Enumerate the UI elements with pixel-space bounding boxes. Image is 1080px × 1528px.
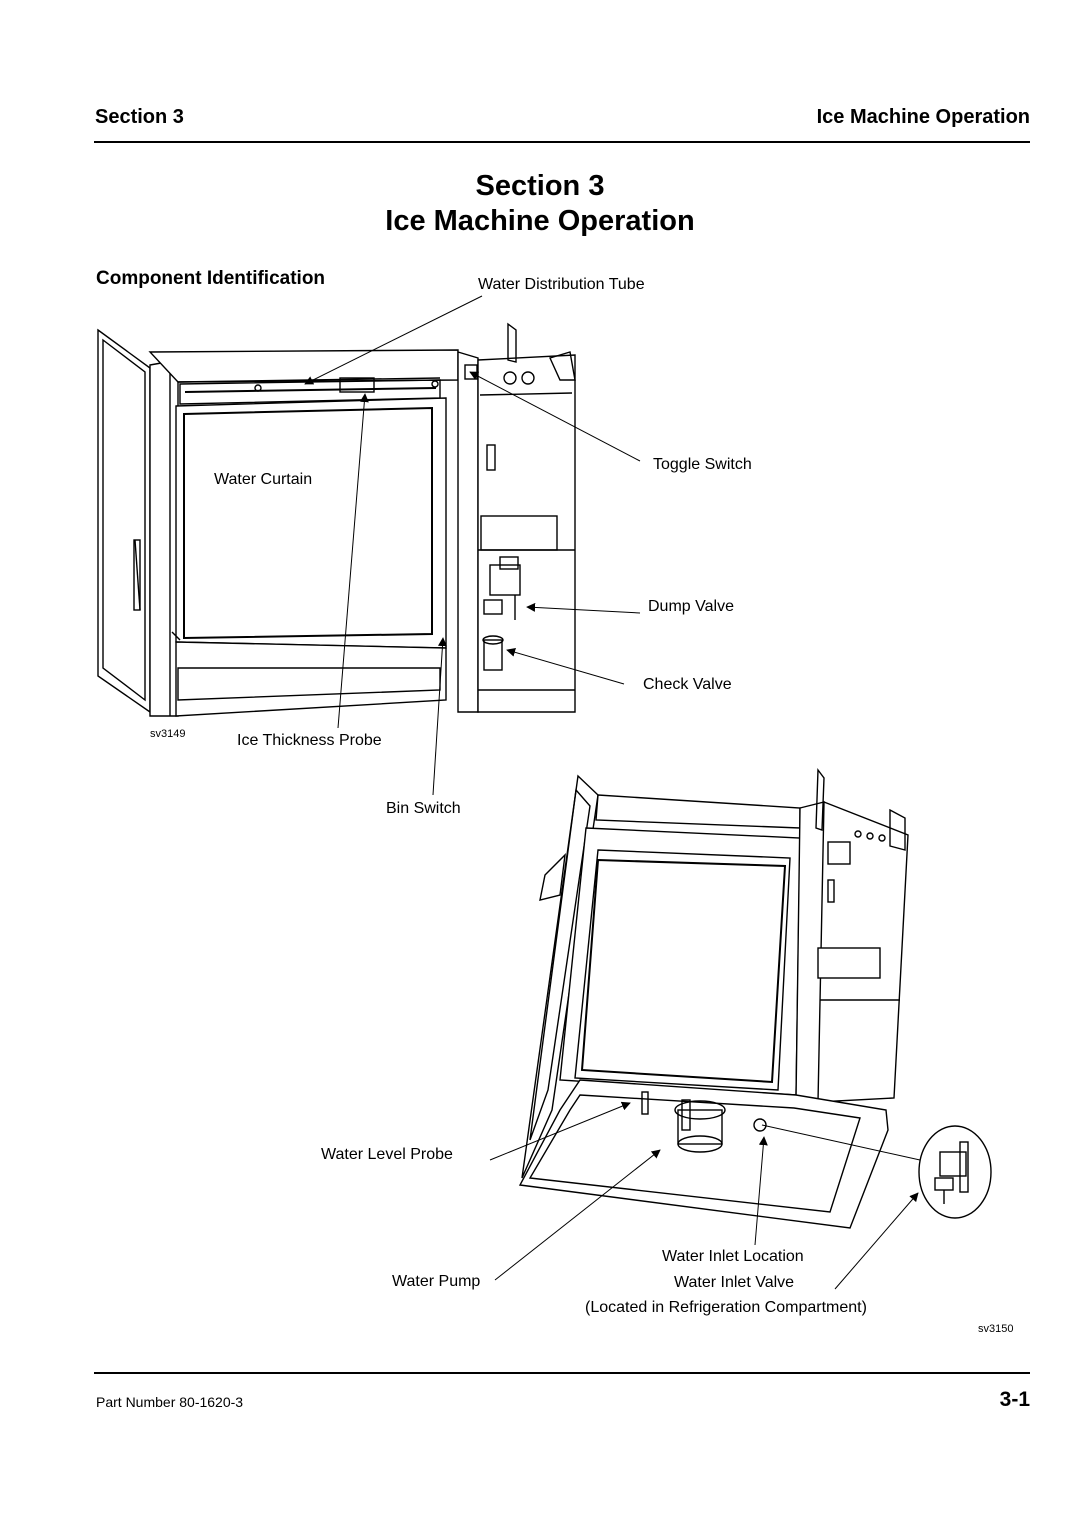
page-title-section: Section 3	[475, 170, 605, 202]
footer-rule	[94, 1372, 1030, 1374]
label-water-pump: Water Pump	[392, 1273, 481, 1290]
label-check-valve: Check Valve	[643, 676, 732, 693]
figure1-id: sv3149	[150, 728, 186, 740]
ice-machine-oblique-view	[518, 767, 992, 1229]
section-heading: Component Identification	[96, 268, 326, 289]
footer-part-number: Part Number 80-1620-3	[96, 1394, 244, 1410]
label-compartment-note: (Located in Refrigeration Compartment)	[585, 1299, 867, 1316]
figure2-id: sv3150	[978, 1323, 1014, 1335]
label-dump-valve: Dump Valve	[648, 598, 734, 615]
label-toggle-switch: Toggle Switch	[653, 456, 752, 473]
header-rule	[94, 141, 1030, 143]
label-water-distribution-tube: Water Distribution Tube	[478, 276, 645, 293]
label-water-curtain: Water Curtain	[214, 471, 313, 488]
page-title: Ice Machine Operation	[385, 205, 695, 237]
label-water-inlet-valve: Water Inlet Valve	[674, 1274, 795, 1291]
label-bin-switch: Bin Switch	[386, 800, 461, 817]
footer-page-number: 3-1	[999, 1388, 1030, 1411]
leader-lines	[304, 295, 921, 1290]
header-section-label: Section 3	[95, 106, 184, 128]
label-water-level-probe: Water Level Probe	[321, 1146, 453, 1163]
ice-machine-front-view	[97, 322, 576, 717]
header-chapter-title: Ice Machine Operation	[816, 106, 1030, 128]
label-ice-thickness-probe: Ice Thickness Probe	[237, 732, 382, 749]
label-water-inlet-location: Water Inlet Location	[662, 1248, 804, 1265]
